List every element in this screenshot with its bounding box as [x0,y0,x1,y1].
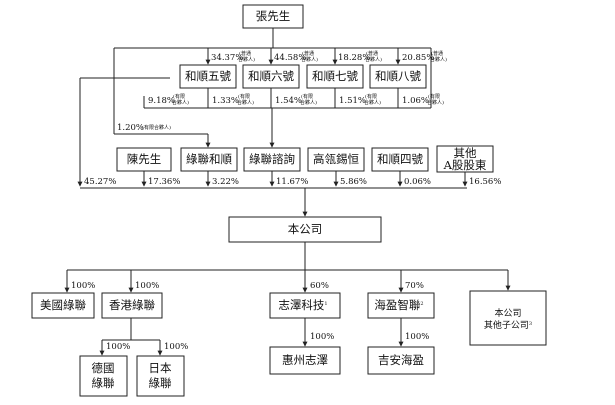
note-lp-he6-2: 合夥人) [300,99,317,106]
node-lvlianzixun-label: 綠聯諮詢 [249,152,295,166]
node-hk: 香港綠聯 [101,292,163,319]
pct-gaozhi-company: 5.86% [340,177,367,187]
node-jp-label-2: 綠聯 [149,376,172,390]
node-haiying: 海盈智聯2 [367,292,435,319]
node-us-label: 美國綠聯 [40,298,86,312]
note-gp-he5-1: (普通 [239,50,251,57]
pct-hk-de: 100% [106,342,130,352]
note-gp-he6-1: (普通 [302,50,314,57]
node-jian-label: 吉安海盈 [378,353,424,367]
node-zhize: 志澤科技1 [269,292,341,319]
pct-gp-he6: 44.58% [274,53,306,63]
connectors [64,27,511,356]
pct-company-hk: 100% [135,281,159,291]
pct-lvlianzixun-company: 11.67% [276,177,308,187]
node-he5: 和順五號 [179,64,237,89]
node-other-subs: 本公司 其他子公司3 [469,290,547,346]
note-gp-he7-1: (普通 [366,50,378,57]
pct-company-us: 100% [71,281,95,291]
node-others-label-2: A股股東 [443,158,487,172]
node-he8-label: 和順八號 [375,69,421,83]
nodes: 張先生 和順五號 和順六號 和順七號 和順八號 陳先生 綠聯和順 綠聯諮詢 [31,4,547,397]
node-hk-label: 香港綠聯 [109,298,155,312]
note-lp-inline: (有限合夥人) [142,124,171,131]
note-gp-he5-2: 合夥人) [238,56,255,63]
node-lvlianhe: 綠聯和順 [180,147,238,172]
note-lp-he6-1: (有限 [301,93,313,100]
pct-he6-lvlianzixun: 1.54% [275,96,302,106]
pct-chair-lvlianzixun: 9.18% [148,96,175,106]
pct-he8-lvlianzixun: 1.06% [402,96,429,106]
percentage-labels: 34.37% (普通 合夥人) 44.58% (普通 合夥人) 18.28% (… [71,50,501,352]
node-other-subs-footnote: 3 [529,321,532,327]
node-de-label-2: 綠聯 [92,376,115,390]
pct-company-haiying: 70% [405,281,424,291]
node-jp: 日本 綠聯 [136,355,185,397]
node-huizhou-label: 惠州志澤 [282,353,328,367]
node-he4-label: 和順四號 [377,152,423,166]
pct-others-company: 16.56% [469,177,501,187]
node-company-label: 本公司 [288,222,323,236]
pct-zhize-huizhou: 100% [310,332,334,342]
node-gaozhi-label: 高瓴錫恒 [313,152,359,166]
node-other-subs-label-2: 其他子公司3 [484,319,532,331]
pct-gp-he8: 20.85% [402,53,434,63]
pct-lvlianhe-company: 3.22% [212,177,239,187]
node-haiying-label: 海盈智聯2 [374,298,423,312]
note-gp-he8-1: (普通 [431,50,443,57]
node-chairman-label: 張先生 [256,9,291,23]
note-lp-he5-2: 合夥人) [237,99,254,106]
node-chairman: 張先生 [242,4,304,29]
pct-he7-lvlianzixun: 1.51% [339,96,366,106]
node-lvlianzixun: 綠聯諮詢 [243,147,301,172]
note-gp-he7-2: 合夥人) [365,56,382,63]
note-lp-chair-1: (有限 [173,93,185,100]
node-he4: 和順四號 [371,147,429,172]
node-other-subs-label-1: 本公司 [494,307,521,319]
node-he5-label: 和順五號 [185,69,231,83]
node-company: 本公司 [228,216,382,243]
pct-haiying-jian: 100% [405,332,429,342]
node-he7-label: 和順七號 [312,69,358,83]
note-lp-chair-2: 合夥人) [172,99,189,106]
node-zhize-footnote: 1 [324,301,327,307]
pct-chen-company: 17.36% [148,177,180,187]
note-lp-he7-1: (有限 [365,93,377,100]
note-gp-he6-2: 合夥人) [301,56,318,63]
pct-he4-company: 0.06% [404,177,431,187]
pct-gp-he5: 34.37% [211,53,243,63]
node-others-label-1: 其他 [454,146,477,160]
pct-gp-he7: 18.28% [338,53,370,63]
node-us: 美國綠聯 [31,292,95,319]
node-de-label-1: 德國 [92,361,115,375]
note-gp-he8-2: 合夥人) [430,56,447,63]
node-haiying-footnote: 2 [420,301,423,307]
node-he8: 和順八號 [369,64,427,89]
node-he6-label: 和順六號 [248,69,294,83]
node-he7: 和順七號 [306,64,364,89]
note-lp-he7-2: 合夥人) [364,99,381,106]
node-zhize-label: 志澤科技1 [278,298,327,312]
node-jp-label-1: 日本 [149,361,172,375]
pct-chair-company: 45.27% [84,177,116,187]
note-lp-he5-1: (有限 [238,93,250,100]
node-gaozhi: 高瓴錫恒 [307,147,365,172]
pct-he5-lvlianzixun: 1.33% [212,96,239,106]
pct-hk-jp: 100% [164,342,188,352]
node-chen: 陳先生 [116,147,172,172]
note-lp-he8-2: 合夥人) [427,99,444,106]
note-lp-he8-1: (有限 [428,93,440,100]
node-others: 其他 A股股東 [436,145,494,173]
node-huizhou: 惠州志澤 [269,346,341,375]
node-he6: 和順六號 [242,64,300,89]
node-chen-label: 陳先生 [127,152,162,166]
pct-chair-lvlianhe: 1.20% [117,123,144,133]
node-lvlianhe-label: 綠聯和順 [186,152,232,166]
node-de: 德國 綠聯 [79,355,128,397]
node-jian: 吉安海盈 [367,346,435,375]
pct-company-zhize: 60% [310,281,329,291]
